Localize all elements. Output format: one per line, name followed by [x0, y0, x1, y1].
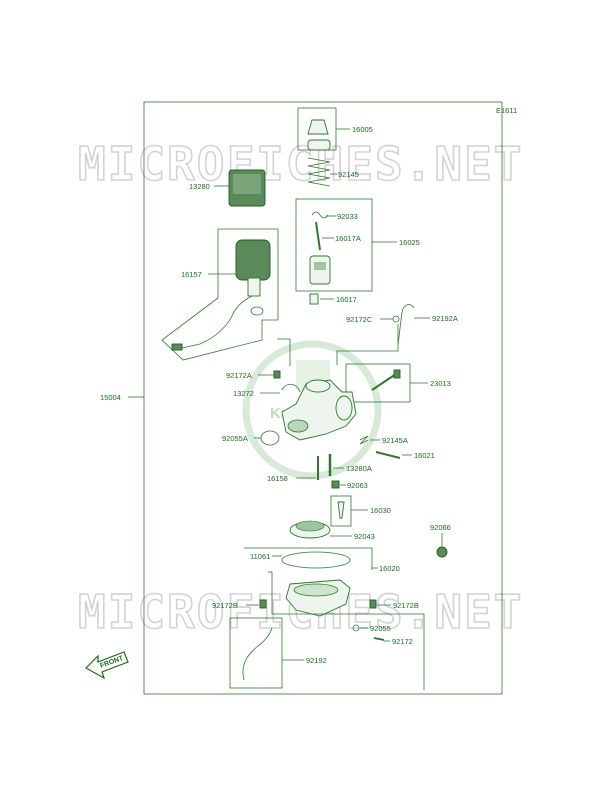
label-23013[interactable]: 23013 — [430, 379, 451, 388]
group-16020-lines — [244, 547, 373, 570]
starter-part — [171, 239, 271, 351]
label-16158[interactable]: 16158 — [267, 474, 288, 483]
label-92192[interactable]: 92192 — [306, 656, 327, 665]
carburetor-body-part — [281, 379, 357, 441]
label-13280A[interactable]: 13280A — [346, 464, 372, 473]
clip-part — [311, 211, 329, 219]
label-92033[interactable]: 92033 — [337, 212, 358, 221]
label-16030[interactable]: 16030 — [370, 506, 391, 515]
clamp-92172C-part — [392, 315, 400, 323]
label-16005[interactable]: 16005 — [352, 125, 373, 134]
label-92063[interactable]: 92063 — [347, 481, 368, 490]
label-92043[interactable]: 92043 — [354, 532, 375, 541]
label-16021[interactable]: 16021 — [414, 451, 435, 460]
float-valve-part — [337, 501, 345, 519]
cover-part — [228, 169, 266, 207]
group-16030-box — [330, 495, 352, 527]
jet-part — [309, 293, 319, 305]
label-11061[interactable]: 11061 — [250, 552, 270, 561]
spring-part — [307, 139, 331, 187]
label-16017A[interactable]: 16017A — [335, 234, 361, 243]
label-92145[interactable]: 92145 — [338, 170, 359, 179]
screw-92172B-right-part — [369, 599, 377, 609]
label-16157[interactable]: 16157 — [181, 270, 202, 279]
hose-92192A-part — [397, 304, 415, 346]
label-92172[interactable]: 92172 — [392, 637, 413, 646]
float-92043-part — [289, 520, 331, 539]
screw-92172A-part — [273, 370, 281, 379]
gasket-11061-part — [281, 551, 351, 569]
label-16020[interactable]: 16020 — [379, 564, 400, 573]
group-16157-box — [161, 228, 279, 361]
group-92192-box — [229, 617, 283, 689]
label-92172B-left[interactable]: 92172B — [212, 601, 238, 610]
screw-92172B-left-part — [259, 599, 267, 609]
jet-needle-part — [315, 221, 321, 251]
float-chamber-part — [285, 579, 351, 617]
watermark-top: MICROFICHES.NET — [78, 137, 523, 191]
plug-92063-part — [331, 480, 340, 489]
oring-92055-part — [352, 624, 360, 632]
label-92145A[interactable]: 92145A — [382, 436, 408, 445]
front-arrow-icon: FRONT — [85, 651, 129, 680]
cap-92066-part — [436, 546, 448, 558]
label-92192A[interactable]: 92192A — [432, 314, 458, 323]
screw-92172-part — [373, 637, 385, 641]
plate-13272-part — [281, 383, 301, 393]
hose-92192-part — [242, 627, 273, 681]
label-13272[interactable]: 13272 — [233, 389, 254, 398]
screw-16021-part — [375, 451, 401, 459]
label-16025[interactable]: 16025 — [399, 238, 420, 247]
diagram-id: E1611 — [496, 106, 517, 115]
label-92172A[interactable]: 92172A — [226, 371, 252, 380]
spring-92145A-part — [359, 435, 369, 445]
group-16025-box — [295, 198, 373, 292]
screw-23013-part — [371, 369, 401, 391]
carburetor-cap-part — [307, 119, 329, 135]
label-13280[interactable]: 13280 — [189, 182, 210, 191]
throttle-valve-part — [309, 255, 331, 285]
label-92055[interactable]: 92055 — [370, 624, 391, 633]
label-15004[interactable]: 15004 — [100, 393, 121, 402]
label-92066[interactable]: 92066 — [430, 523, 451, 532]
label-92172C[interactable]: 92172C — [346, 315, 373, 324]
assembly-frame — [143, 101, 503, 695]
label-16017[interactable]: 16017 — [336, 295, 357, 304]
oring-92055A-part — [260, 430, 280, 446]
label-92172B-right[interactable]: 92172B — [393, 601, 419, 610]
label-92055A[interactable]: 92055A — [222, 434, 248, 443]
